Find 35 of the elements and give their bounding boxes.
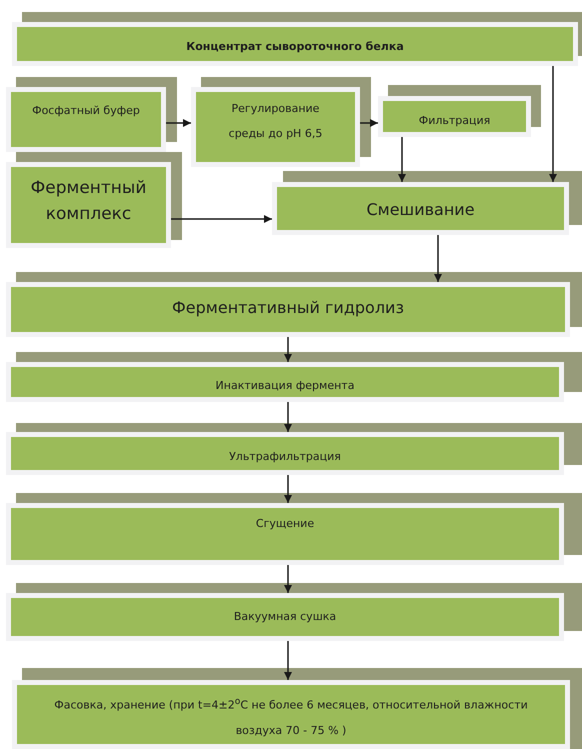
process-box [12, 680, 570, 749]
step-label: Фильтрация [418, 113, 492, 129]
step-label: Смешивание [365, 199, 476, 221]
step-label: Концентрат сывороточного белка [185, 39, 405, 55]
process-box [6, 432, 564, 475]
process-box [6, 87, 166, 152]
arrow [284, 475, 292, 503]
arrow [171, 215, 272, 223]
arrow [434, 235, 442, 282]
arrow [360, 119, 378, 127]
step-label: Сгущение [254, 516, 316, 532]
arrow [284, 337, 292, 362]
process-box [6, 162, 171, 248]
arrow [284, 641, 292, 680]
step-label: Регулирование среды до pH 6,5 [228, 101, 324, 142]
step-label: Вакуумная сушка [232, 609, 338, 625]
process-box [191, 87, 360, 167]
process-box [272, 182, 569, 235]
step-label: Ферментный комплекс [30, 177, 148, 226]
arrow [284, 402, 292, 432]
process-box [378, 96, 531, 137]
arrow [398, 137, 406, 182]
arrow [166, 119, 191, 127]
step-label: Фосфатный буфер [31, 103, 141, 119]
process-box [12, 22, 578, 66]
process-box [6, 362, 564, 402]
step-label: Ультрафильтрация [228, 449, 342, 465]
process-box [6, 593, 564, 641]
step-label: Ферментативный гидролиз [171, 297, 405, 319]
step-label: Инактивация фермента [214, 378, 356, 394]
arrow [549, 66, 557, 182]
arrow [284, 565, 292, 593]
process-box [6, 282, 570, 337]
step-label: Фасовка, хранение (при t=4±2$^{o}$C не более 6 месяцев, относительной влажности воздуха 70 - 75 % ) [53, 695, 529, 739]
process-box [6, 503, 564, 565]
